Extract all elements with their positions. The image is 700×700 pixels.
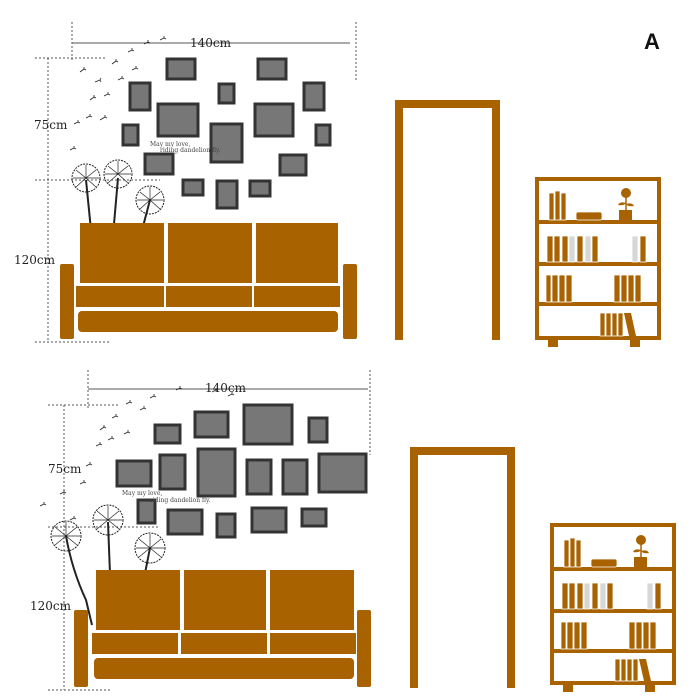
photo-frame (158, 453, 187, 491)
sofa-seat-cushion (270, 633, 356, 654)
panel-label: A (644, 29, 660, 54)
sofa-back-cushion (256, 223, 338, 283)
photo-frame (121, 123, 140, 147)
dimension-guides (35, 22, 357, 343)
photo-frame (314, 123, 332, 147)
sofa-back-cushion (96, 570, 180, 630)
photo-frame (115, 459, 153, 488)
photo-frame (248, 179, 272, 198)
sofa-back-cushion (184, 570, 266, 630)
photo-frame (302, 81, 326, 112)
bookshelf (535, 177, 661, 347)
photo-frame (256, 57, 288, 81)
photo-frame (215, 179, 239, 210)
sofa-back-cushion (168, 223, 252, 283)
photo-frame (300, 507, 328, 528)
upper-height-dimension-label: 75cm (48, 462, 82, 476)
photo-frame (143, 152, 175, 176)
photo-frame (281, 458, 309, 496)
lower-height-dimension-label: 120cm (14, 253, 56, 267)
photo-frame (253, 102, 295, 138)
photo-frame (166, 508, 204, 536)
photo-frame-group (121, 57, 332, 210)
dandelion-seeds (39, 386, 235, 521)
sofa-armrest-right (343, 264, 357, 339)
photo-frame (156, 102, 200, 138)
photo-frame (165, 57, 197, 81)
scene-bottom: 140cm 75cm 120cm May my love, riding dan… (30, 370, 676, 692)
decal-caption-line-1: May my love, (122, 490, 162, 497)
sofa-base (78, 311, 338, 332)
sofa-seat-cushion (166, 286, 252, 307)
dandelion-head (50, 520, 82, 552)
photo-frame (242, 403, 294, 446)
photo-frame (153, 423, 182, 445)
lower-height-dimension-label: 120cm (30, 599, 72, 613)
sofa-base (94, 658, 354, 679)
photo-frame (196, 447, 237, 498)
sofa-armrest-left (60, 264, 74, 339)
sofa-armrest-left (74, 610, 88, 687)
photo-frame (181, 178, 205, 197)
photo-frame (245, 458, 273, 496)
dandelion-head (135, 185, 165, 215)
sofa (74, 570, 371, 687)
photo-frame (307, 416, 329, 444)
upper-height-dimension-label: 75cm (34, 118, 68, 132)
width-dimension-label: 140cm (190, 36, 232, 50)
photo-frame (215, 512, 237, 539)
sofa-back-cushion (80, 223, 164, 283)
dandelion-head (71, 163, 101, 193)
sofa-seat-cushion (76, 286, 164, 307)
door-frame (395, 100, 500, 340)
bookshelf (550, 523, 676, 692)
scene-top: 140cm 75cm 120cm May my love, riding dan… (14, 22, 661, 347)
photo-frame (278, 153, 308, 177)
dandelion-head (103, 159, 133, 189)
photo-frame (217, 82, 236, 105)
decal-caption-line-1: May my love, (150, 141, 190, 148)
photo-frame (136, 498, 157, 525)
sofa (60, 223, 357, 339)
dandelion-head (134, 532, 166, 564)
sofa-back-cushion (270, 570, 354, 630)
dandelion-head (92, 504, 124, 536)
photo-frame (209, 122, 244, 164)
sofa-seat-cushion (254, 286, 340, 307)
photo-frame (193, 410, 230, 439)
photo-frame (317, 452, 368, 494)
decal-caption-line-2: riding dandelion fly. (150, 497, 211, 504)
width-dimension-label: 140cm (205, 381, 247, 395)
dimension-guides (48, 370, 371, 691)
door-frame (410, 447, 515, 688)
dandelion-seeds (69, 36, 167, 151)
decal-caption-line-2: riding dandelion fly. (160, 147, 221, 154)
sofa-seat-cushion (181, 633, 267, 654)
sofa-armrest-right (357, 610, 371, 687)
photo-frame (250, 506, 288, 534)
sofa-seat-cushion (92, 633, 178, 654)
photo-frame (128, 81, 152, 112)
photo-frame-group (115, 403, 368, 539)
